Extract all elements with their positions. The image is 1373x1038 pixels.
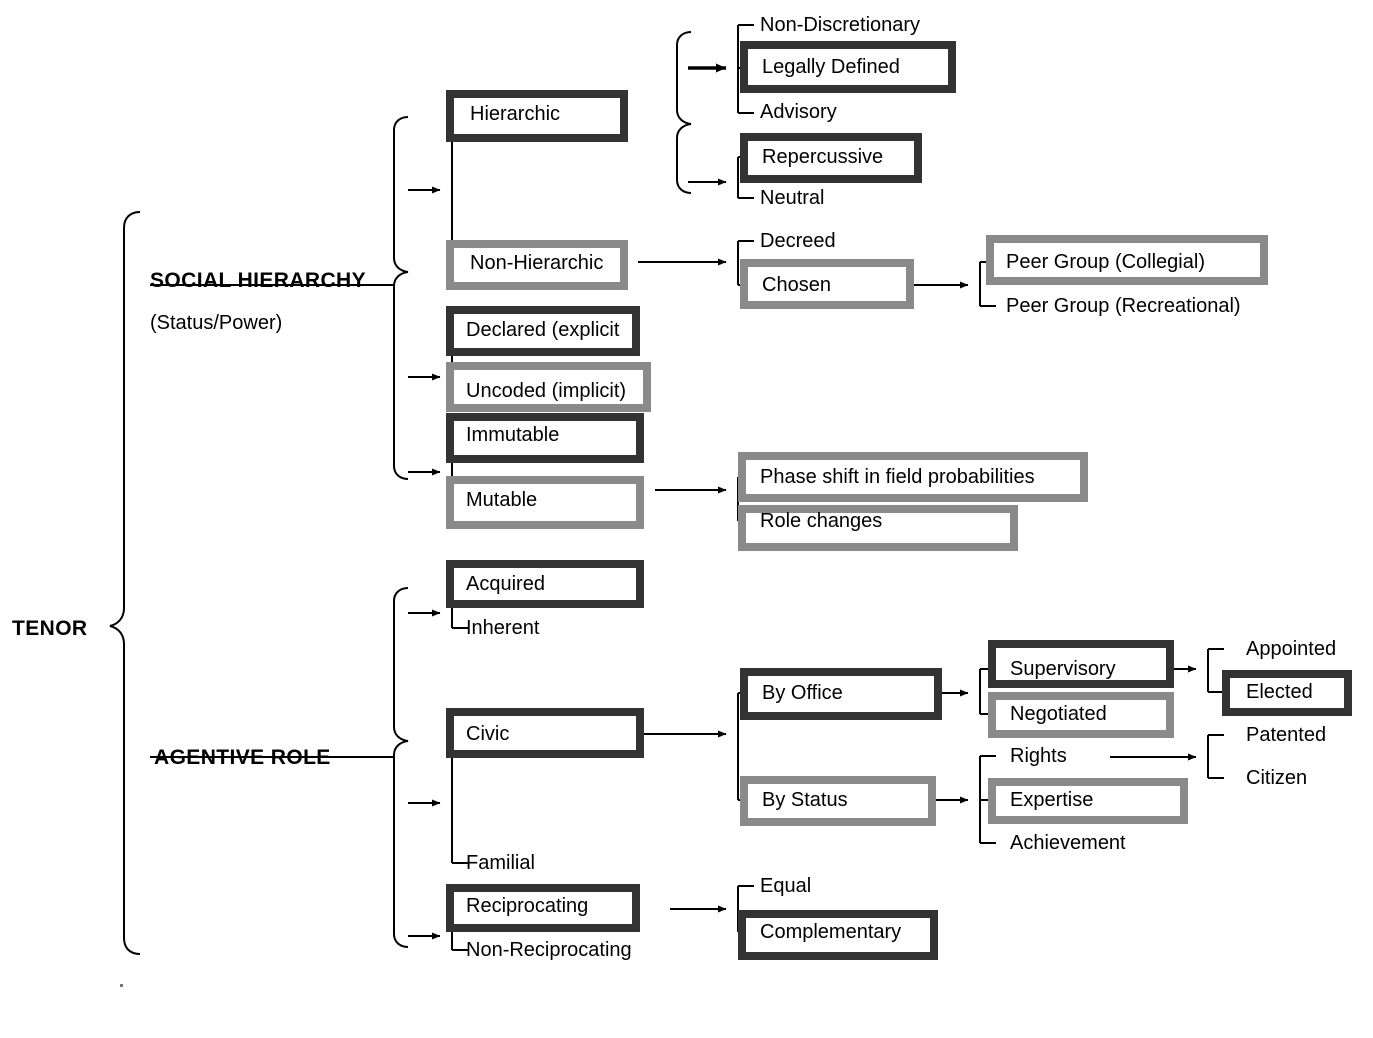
box-by-status [740, 776, 936, 826]
box-uncoded [446, 362, 651, 412]
node-citizen: Citizen [1246, 767, 1308, 789]
box-elected [1222, 670, 1352, 716]
branch-sublabel-social: (Status/Power) [150, 312, 283, 334]
node-by-office: By Office [762, 682, 843, 704]
box-reciprocating [446, 884, 640, 932]
node-familial: Familial [466, 852, 535, 874]
node-equal: Equal [760, 875, 812, 897]
node-complementary: Complementary [760, 921, 902, 943]
box-negotiated [988, 692, 1174, 738]
node-chosen: Chosen [762, 274, 831, 296]
box-expertise [988, 778, 1188, 824]
box-supervisory [988, 640, 1174, 688]
box-immutable [446, 413, 644, 463]
box-chosen [740, 259, 914, 309]
node-achievement: Achievement [1010, 832, 1126, 854]
node-role-changes: Role changes [760, 510, 883, 532]
node-decreed: Decreed [760, 230, 836, 252]
box-legally-defined [740, 41, 956, 93]
node-reciprocating: Reciprocating [466, 895, 589, 917]
box-phase-shift [738, 452, 1088, 502]
box-mutable [446, 476, 644, 529]
node-peer-collegial: Peer Group (Collegial) [1006, 251, 1205, 273]
node-declared: Declared (explicit [466, 319, 620, 341]
node-repercussive: Repercussive [762, 146, 884, 168]
node-neutral: Neutral [760, 187, 825, 209]
node-negotiated: Negotiated [1010, 703, 1107, 725]
node-elected: Elected [1246, 681, 1313, 703]
box-non-hierarchic [446, 240, 628, 290]
node-expertise: Expertise [1010, 789, 1094, 811]
stray-mark [120, 984, 123, 987]
node-peer-recreational: Peer Group (Recreational) [1006, 295, 1241, 317]
node-immutable: Immutable [466, 424, 560, 446]
box-repercussive [740, 133, 922, 183]
box-by-office [740, 668, 942, 720]
node-hierarchic: Hierarchic [470, 103, 561, 125]
node-civic: Civic [466, 723, 510, 745]
node-non-hierarchic: Non-Hierarchic [470, 252, 604, 274]
node-supervisory: Supervisory [1010, 658, 1116, 680]
box-complementary [738, 910, 938, 960]
root-label: TENOR [12, 617, 88, 640]
node-non-reciprocating: Non-Reciprocating [466, 939, 632, 961]
box-civic [446, 708, 644, 758]
node-non-discretionary: Non-Discretionary [760, 14, 921, 36]
node-mutable: Mutable [466, 489, 538, 511]
node-advisory: Advisory [760, 101, 837, 123]
node-uncoded: Uncoded (implicit) [466, 380, 627, 402]
box-role-changes [738, 505, 1018, 551]
node-rights: Rights [1010, 745, 1067, 767]
box-acquired [446, 560, 644, 608]
node-patented: Patented [1246, 724, 1327, 746]
node-phase-shift: Phase shift in field probabilities [760, 466, 1035, 488]
node-by-status: By Status [762, 789, 848, 811]
branch-label-social: SOCIAL HIERARCHY [150, 269, 367, 292]
box-declared [446, 306, 640, 356]
box-hierarchic [446, 90, 628, 142]
node-appointed: Appointed [1246, 638, 1337, 660]
branch-label-agentive: AGENTIVE ROLE [154, 746, 331, 769]
node-inherent: Inherent [466, 617, 540, 639]
box-peer-collegial [986, 235, 1268, 285]
node-acquired: Acquired [466, 573, 545, 595]
node-legally-defined: Legally Defined [762, 56, 900, 78]
